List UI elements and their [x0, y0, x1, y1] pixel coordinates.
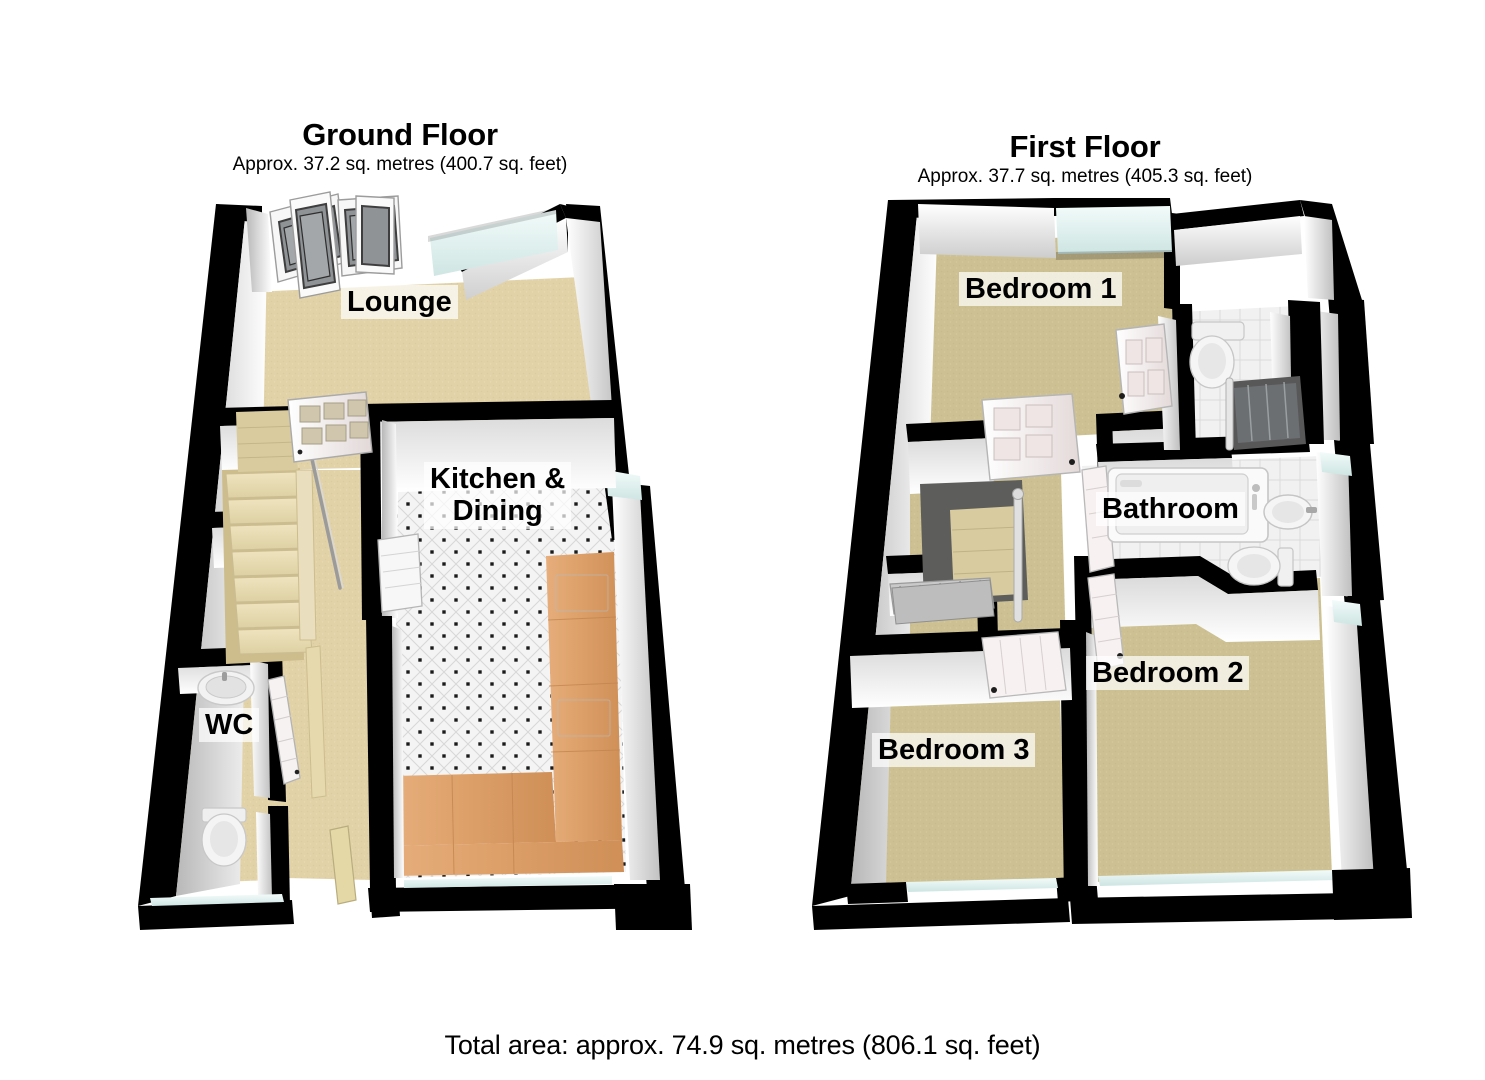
room-label-bedroom1: Bedroom 1 [959, 272, 1123, 307]
ground-floor-area: Approx. 37.2 sq. metres (400.7 sq. feet) [232, 154, 568, 176]
interior-wall-hall-kitchen [366, 616, 404, 890]
wash-basin-bathroom [1263, 494, 1317, 530]
french-door-right-leaf2[interactable] [355, 195, 395, 275]
room-label-lounge: Lounge [341, 285, 458, 320]
door-kitchen[interactable] [377, 533, 423, 613]
door-lounge[interactable] [287, 391, 373, 463]
wash-basin-wc [197, 670, 255, 706]
shower-enclosure [1225, 376, 1306, 451]
exterior-wall-bottom-ff [812, 868, 1412, 930]
door-ensuite[interactable] [1115, 323, 1173, 415]
first-floor-plan [760, 0, 1480, 980]
kitchen-units [392, 552, 624, 876]
room-label-bedroom3: Bedroom 3 [872, 733, 1036, 768]
exterior-wall-top-left [216, 204, 272, 292]
room-label-kitchen-line2: Dining [452, 495, 543, 528]
french-door-left-leaf2[interactable] [289, 191, 341, 299]
window-bedroom1-rear [1056, 206, 1172, 260]
stair-opening [920, 480, 1028, 623]
ground-floor-plan [0, 0, 760, 980]
toilet-wc [201, 807, 247, 867]
room-label-bedroom2: Bedroom 2 [1086, 656, 1250, 691]
airing-cupboard [891, 579, 995, 625]
room-label-wc: WC [199, 708, 260, 743]
radiator-hall [329, 825, 357, 905]
exterior-wall-left-ff [812, 200, 938, 906]
toilet-bathroom [1227, 546, 1294, 587]
first-floor-title: First Floor [1009, 129, 1161, 164]
staircase [222, 402, 344, 799]
first-floor-area: Approx. 37.7 sq. metres (405.3 sq. feet) [917, 166, 1253, 188]
exterior-wall-bottom [138, 876, 692, 930]
total-area-text: Total area: approx. 74.9 sq. metres (806… [444, 1030, 1041, 1060]
ground-floor-title-block: Ground Floor Approx. 37.2 sq. metres (40… [140, 118, 660, 176]
room-label-kitchen-dining: Kitchen & Dining [424, 462, 572, 529]
window-lounge-rear [428, 208, 558, 276]
ground-floor-title: Ground Floor [302, 117, 498, 152]
first-floor-title-block: First Floor Approx. 37.7 sq. metres (405… [825, 130, 1345, 188]
door-bedroom3[interactable] [981, 631, 1067, 699]
interior-wall-wc-right [256, 806, 290, 906]
room-label-bathroom: Bathroom [1096, 492, 1245, 527]
door-bedroom1[interactable] [981, 393, 1081, 481]
door-wc[interactable] [267, 675, 301, 785]
room-label-kitchen-line1: Kitchen & [430, 463, 566, 495]
toilet-ensuite [1189, 321, 1245, 389]
room-bedroom2 [1090, 578, 1332, 882]
